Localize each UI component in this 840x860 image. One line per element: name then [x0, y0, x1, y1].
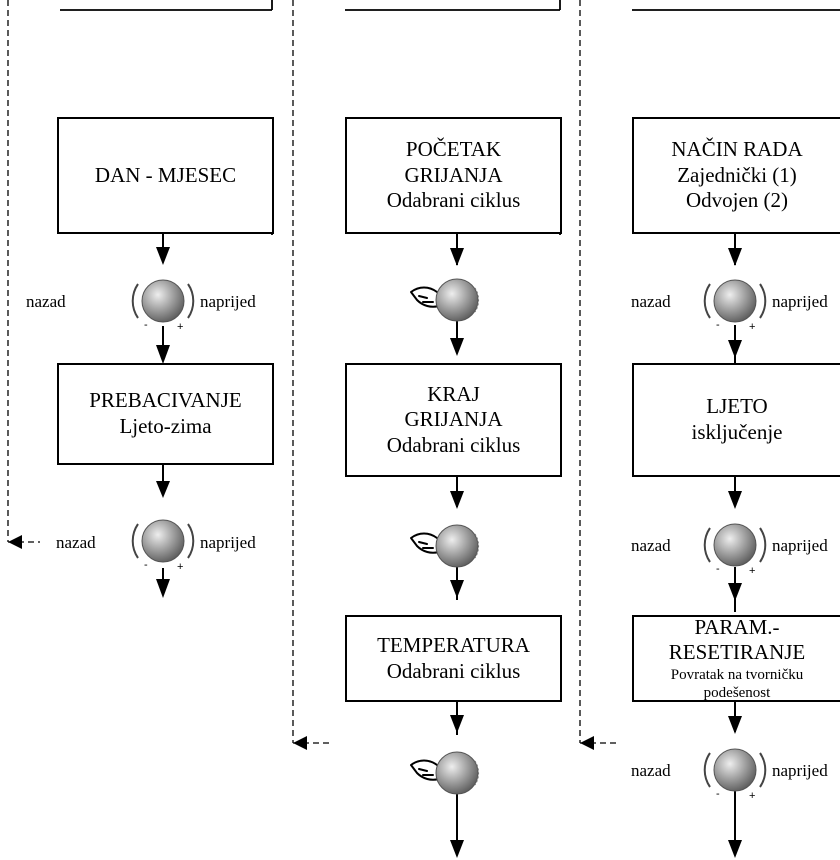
box-ljeto: LJETO isključenje [632, 363, 840, 477]
label-naprijed: naprijed [200, 533, 256, 552]
label-naprijed: naprijed [772, 536, 828, 555]
box-dan-mjesec: DAN - MJESEC [57, 117, 274, 234]
label-nazad: nazad [631, 761, 671, 780]
arrowheads-col1 [156, 247, 170, 598]
rotary-knob-icon[interactable] [131, 519, 195, 574]
pressing-hand-icon[interactable] [410, 751, 480, 795]
rotary-knob-icon[interactable] [131, 279, 195, 334]
label-naprijed: naprijed [772, 761, 828, 780]
label-nazad: nazad [631, 536, 671, 555]
label-naprijed: naprijed [200, 292, 256, 311]
return-arrowheads [8, 535, 594, 750]
pressing-hand-icon[interactable] [410, 278, 480, 322]
box-param-resetiranje: PARAM.- RESETIRANJE Povratak na tvorničk… [632, 615, 840, 702]
label-nazad: nazad [631, 292, 671, 311]
label-nazad: nazad [56, 533, 96, 552]
box-kraj-grijanja: KRAJ GRIJANJA Odabrani ciklus [345, 363, 562, 477]
box-nacin-rada: NAČIN RADA Zajednički (1) Odvojen (2) [632, 117, 840, 234]
arrowheads-col2 [450, 248, 464, 858]
label-nazad: nazad [26, 292, 66, 311]
box-pocetak-grijanja: POČETAK GRIJANJA Odabrani ciklus [345, 117, 562, 234]
box-prebacivanje: PREBACIVANJE Ljeto-zima [57, 363, 274, 465]
arrowheads-col3 [728, 248, 742, 858]
pressing-hand-icon[interactable] [410, 524, 480, 568]
top-lines [60, 0, 840, 11]
label-naprijed: naprijed [772, 292, 828, 311]
box-temperatura: TEMPERATURA Odabrani ciklus [345, 615, 562, 702]
